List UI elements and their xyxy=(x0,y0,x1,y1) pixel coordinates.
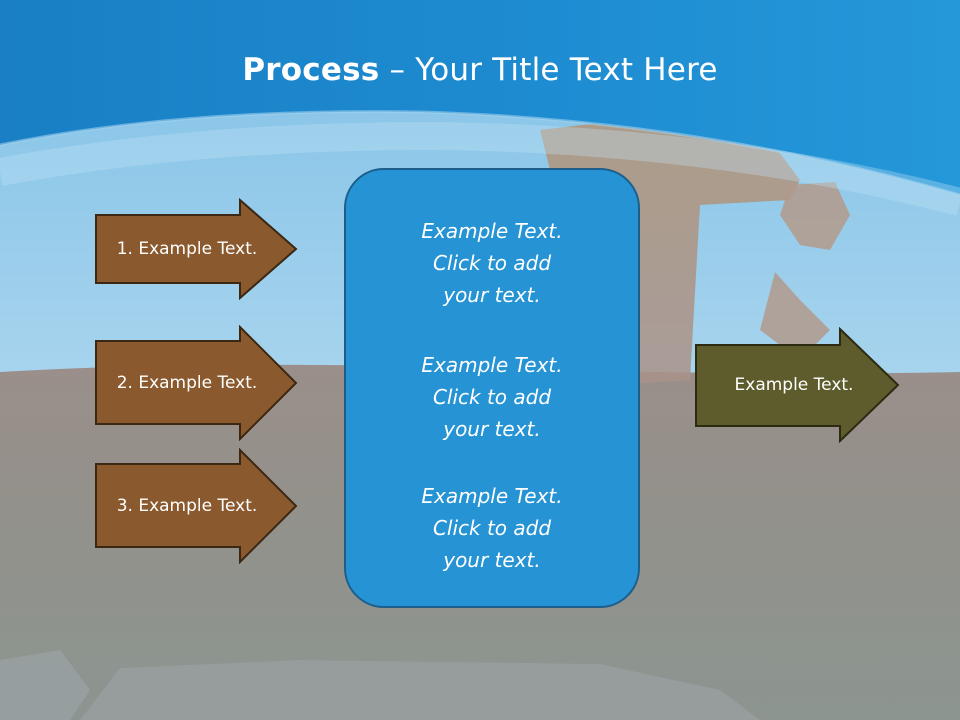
paragraph-3-line-1: Example Text. xyxy=(421,484,563,508)
paragraph-3-line-3: your text. xyxy=(443,548,541,572)
step-label-2: 2. Example Text. xyxy=(116,373,258,393)
foreground-stone-left xyxy=(0,650,90,720)
arrow-shape-2 xyxy=(95,325,298,441)
paragraph-1-line-3: your text. xyxy=(443,283,541,307)
center-paragraph-2: Example Text. Click to add your text. xyxy=(346,349,638,445)
paragraph-1-line-2: Click to add xyxy=(432,251,552,275)
center-text-box[interactable]: Example Text. Click to add your text. Ex… xyxy=(344,168,640,608)
paragraph-2-line-1: Example Text. xyxy=(421,353,563,377)
slide-title: Process – Your Title Text Here xyxy=(0,52,960,88)
center-paragraph-1: Example Text. Click to add your text. xyxy=(346,215,638,311)
rock-boulder xyxy=(780,182,850,250)
step-arrow-1[interactable]: 1. Example Text. xyxy=(94,198,298,300)
paragraph-2-line-2: Click to add xyxy=(432,385,552,409)
step-label-1: 1. Example Text. xyxy=(116,239,258,259)
paragraph-2-line-3: your text. xyxy=(443,417,541,441)
result-label: Example Text. xyxy=(734,375,854,395)
title-rest: – Your Title Text Here xyxy=(379,52,718,88)
header-curve-glow xyxy=(0,121,960,216)
result-arrow[interactable]: Example Text. xyxy=(694,327,900,443)
arrow-shape-1 xyxy=(95,198,298,300)
center-paragraph-3: Example Text. Click to add your text. xyxy=(346,480,638,576)
step-arrow-2[interactable]: 2. Example Text. xyxy=(94,325,298,441)
title-bold: Process xyxy=(242,52,380,88)
step-arrow-3[interactable]: 3. Example Text. xyxy=(94,448,298,564)
step-label-3: 3. Example Text. xyxy=(116,496,258,516)
arrow-shape-3 xyxy=(95,448,298,564)
paragraph-3-line-2: Click to add xyxy=(432,516,552,540)
header-curve-highlight xyxy=(0,110,960,197)
rock-slab xyxy=(760,272,830,360)
paragraph-1-line-1: Example Text. xyxy=(421,219,563,243)
foreground-stone xyxy=(80,660,760,720)
result-arrow-shape xyxy=(695,327,900,443)
header-band xyxy=(0,0,960,195)
